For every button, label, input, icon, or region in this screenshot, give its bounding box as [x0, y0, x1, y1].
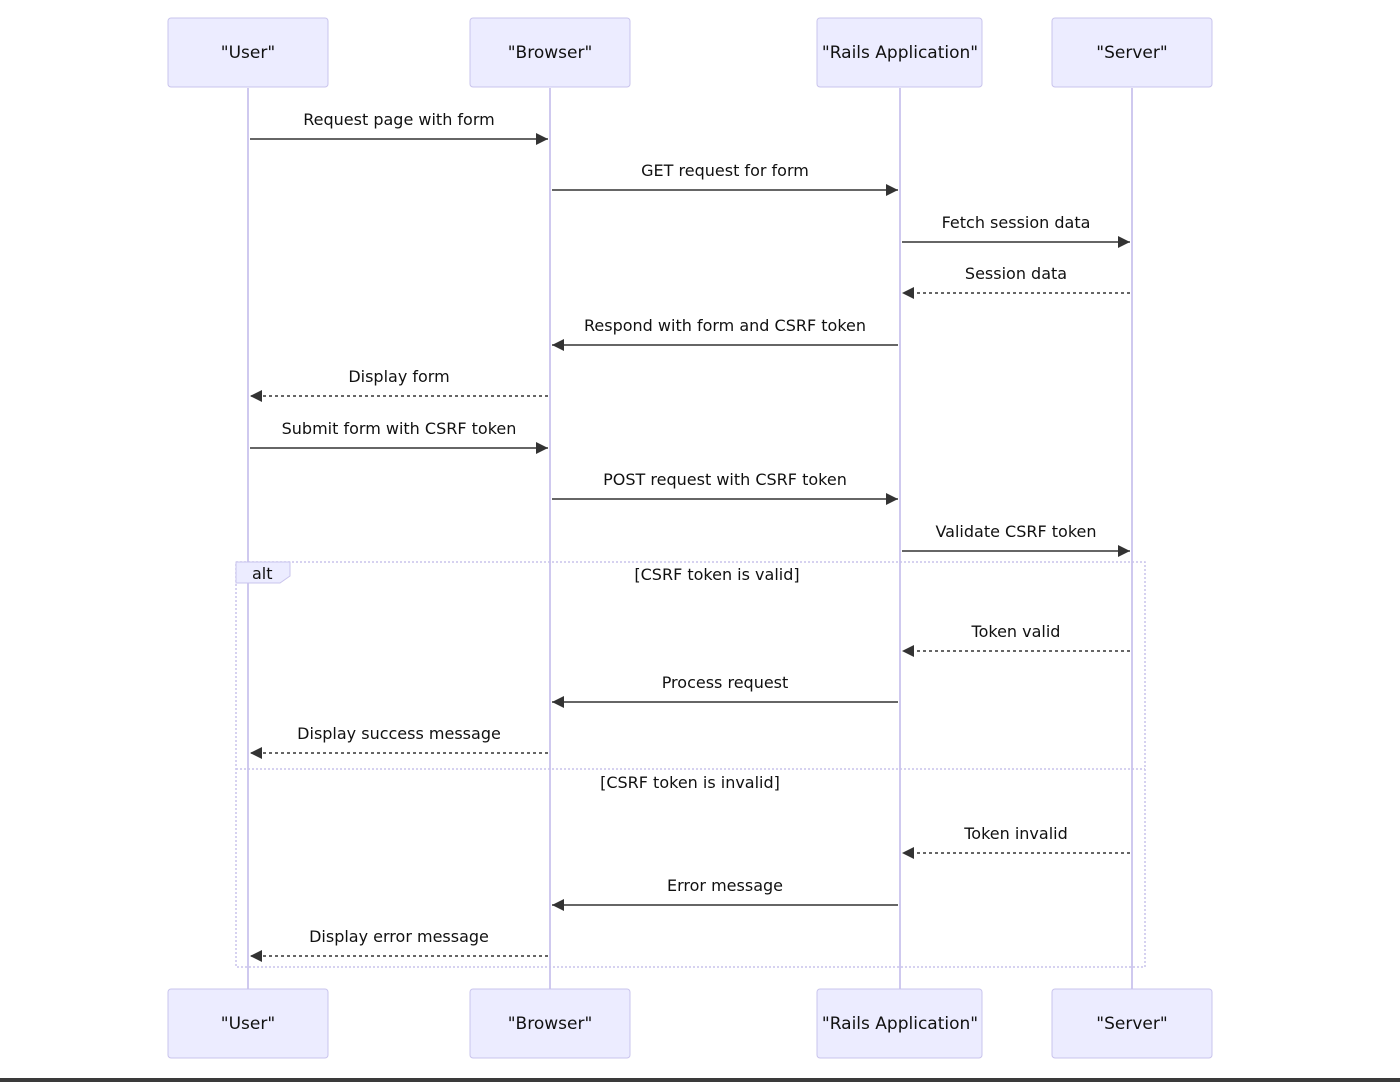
participant-label: "Server" — [1096, 1014, 1167, 1034]
guard-valid: [CSRF token is valid] — [634, 565, 799, 584]
message-label: Respond with form and CSRF token — [584, 316, 866, 335]
participant-label: "Server" — [1096, 43, 1167, 63]
message-label: Process request — [662, 673, 789, 692]
participant-server-top: "Server" — [1051, 17, 1213, 88]
message: POST request with CSRF token — [552, 470, 898, 505]
message: Request page with form — [250, 110, 548, 145]
message: Process request — [552, 673, 898, 708]
participant-server-bottom: "Server" — [1051, 988, 1213, 1059]
alt-frame-tag — [235, 561, 291, 584]
message-label: Display success message — [297, 724, 501, 743]
message-label: Validate CSRF token — [935, 522, 1096, 541]
alt-frame-border — [235, 561, 1146, 968]
participants-bottom: "User" "Browser" "Rails Application" "Se… — [167, 988, 1213, 1059]
participant-label: "Rails Application" — [822, 43, 978, 63]
participant-rails-bottom: "Rails Application" — [816, 988, 983, 1059]
message: Token valid — [902, 622, 1130, 657]
message: Fetch session data — [902, 213, 1130, 248]
guard-invalid: [CSRF token is invalid] — [600, 773, 780, 792]
message: Token invalid — [902, 824, 1130, 859]
message-label: Display form — [348, 367, 449, 386]
participants-top: "User" "Browser" "Rails Application" "Se… — [167, 17, 1213, 88]
participant-browser-bottom: "Browser" — [469, 988, 631, 1059]
participant-label: "Rails Application" — [822, 1014, 978, 1034]
message: Display success message — [250, 724, 548, 759]
message-label: Error message — [667, 876, 783, 895]
participant-user-bottom: "User" — [167, 988, 329, 1059]
message: Error message — [552, 876, 898, 911]
message: Submit form with CSRF token — [250, 419, 548, 454]
message: Validate CSRF token — [902, 522, 1130, 557]
message: Display form — [250, 367, 548, 402]
participant-label: "User" — [221, 1014, 275, 1034]
message-label: Token invalid — [963, 824, 1068, 843]
message-label: Request page with form — [303, 110, 494, 129]
message-label: Session data — [965, 264, 1067, 283]
message-label: GET request for form — [641, 161, 809, 180]
alt-frame: alt [CSRF token is valid] [CSRF token is… — [235, 561, 1146, 968]
message-label: Submit form with CSRF token — [282, 419, 517, 438]
message: Respond with form and CSRF token — [552, 316, 898, 351]
message-label: Display error message — [309, 927, 489, 946]
message-label: Token valid — [971, 622, 1061, 641]
participant-user-top: "User" — [167, 17, 329, 88]
message-label: POST request with CSRF token — [603, 470, 847, 489]
participant-label: "Browser" — [508, 1014, 593, 1034]
alt-label: alt — [252, 564, 273, 583]
messages: Request page with form GET request for f… — [250, 110, 1130, 962]
message: Display error message — [250, 927, 548, 962]
participant-label: "Browser" — [508, 43, 593, 63]
participant-label: "User" — [221, 43, 275, 63]
message: GET request for form — [552, 161, 898, 196]
message-label: Fetch session data — [942, 213, 1091, 232]
window-bottom-edge — [0, 1078, 1400, 1082]
participant-browser-top: "Browser" — [469, 17, 631, 88]
lifelines — [247, 88, 1133, 989]
message: Session data — [902, 264, 1130, 299]
participant-rails-top: "Rails Application" — [816, 17, 983, 88]
